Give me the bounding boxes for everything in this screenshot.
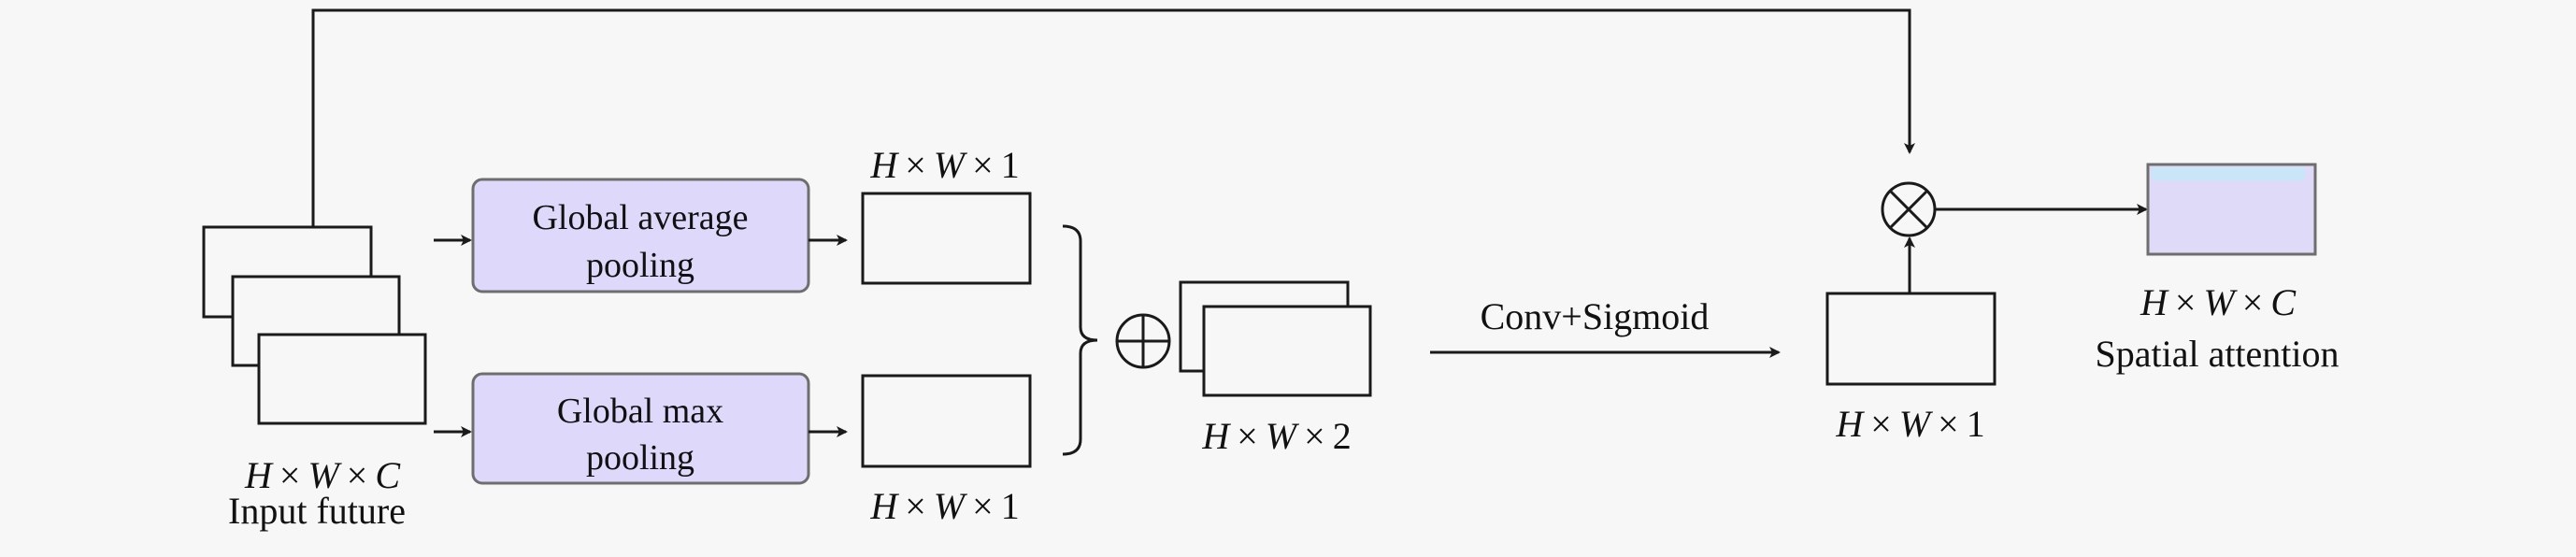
spatial-attention-output [2146,163,2317,256]
concat-feature-stack [1179,280,1372,397]
concat-operator-icon [1115,313,1171,369]
output-label: Spatial attention [2095,333,2339,375]
multiply-operator-icon [1881,181,1937,237]
output-dims-label: H × W × C [2140,281,2297,323]
avg-pooled-map [861,192,1032,285]
concat-dims-label: H × W × 2 [1201,415,1351,457]
skip-connection-line [311,8,1915,227]
conv-sigmoid-label: Conv+Sigmoid [1481,295,1710,337]
avg-map-dims-label: H × W × 1 [869,144,1019,186]
global-average-pooling-block: Global average pooling [471,178,810,293]
max-pooled-map [861,374,1032,468]
max-pool-line1: Global max [557,392,723,431]
global-max-pooling-block: Global max pooling [471,372,810,485]
attention-map-dims-label: H × W × 1 [1835,403,1984,445]
concat-map-2 [1202,305,1372,397]
avg-pool-line1: Global average [532,198,748,237]
avg-pool-line2: pooling [586,246,694,285]
input-label: Input future [228,490,406,532]
max-pool-line2: pooling [586,438,694,478]
input-dims-label: H × W × C [244,454,401,496]
input-feature-map-3 [257,333,427,425]
times-sign: × [272,454,308,496]
right-brace [1062,224,1098,456]
input-feature-stack [202,225,427,425]
max-map-dims-label: H × W × 1 [869,485,1019,527]
attention-map [1825,292,1996,386]
